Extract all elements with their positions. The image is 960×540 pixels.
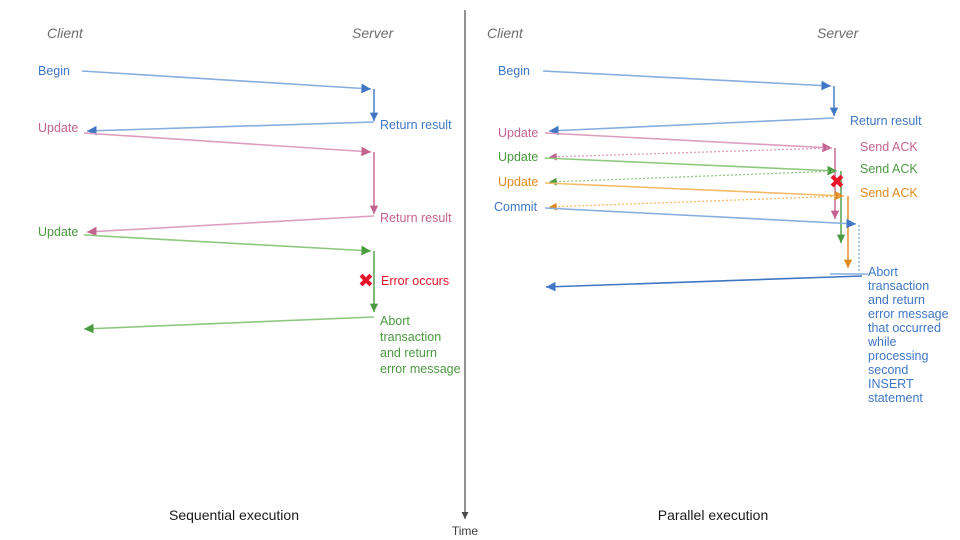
left-abort-note-line-0: Abort [380, 314, 410, 328]
right-abort-note-line-0: Abort [868, 265, 898, 279]
left-abort-note-line-3: error message [380, 362, 461, 376]
left-msg-label-update2: Update [38, 225, 78, 239]
right-actor-server: Server [817, 25, 860, 41]
left-panel-sequential: Begin Update Update Return result Return… [38, 25, 461, 523]
right-abort-note-line-8: INSERT [868, 377, 914, 391]
left-update1-request-arrow [83, 132, 372, 157]
left-update1-flow [83, 132, 379, 237]
right-abort-note-line-1: transaction [868, 279, 929, 293]
left-update2-abort-response-arrow [83, 316, 375, 334]
right-abort-note-line-7: second [868, 363, 908, 377]
left-begin-flow [81, 70, 379, 136]
right-server-note-sendack2: Send ACK [860, 162, 918, 176]
left-begin-response-arrow [86, 121, 375, 136]
left-begin-request-arrow [81, 70, 372, 94]
left-msg-label-update1: Update [38, 121, 78, 135]
right-msg-label-update2: Update [498, 150, 538, 164]
right-update2-flow [544, 157, 846, 243]
right-begin-flow [542, 70, 839, 136]
right-abort-note-line-4: that occurred [868, 321, 941, 335]
right-abort-note-line-6: processing [868, 349, 928, 363]
right-update1-request-arrow [544, 132, 833, 153]
left-server-note-return1: Return result [380, 118, 452, 132]
right-panel-caption: Parallel execution [658, 507, 769, 523]
right-update3-ack-arrow [548, 195, 845, 211]
left-actor-client: Client [47, 25, 84, 41]
right-msg-label-commit: Commit [494, 200, 538, 214]
right-commit-abort-response-arrow [545, 275, 863, 292]
left-abort-note-line-1: transaction [380, 330, 441, 344]
right-server-note-sendack3: Send ACK [860, 186, 918, 200]
right-update1-flow [544, 132, 840, 219]
left-panel-caption: Sequential execution [169, 507, 299, 523]
right-server-note-sendack1: Send ACK [860, 140, 918, 154]
right-commit-flow [544, 207, 868, 292]
right-update2-ack-arrow [548, 170, 838, 186]
time-axis-label: Time [452, 524, 479, 538]
left-abort-note-line-2: and return [380, 346, 437, 360]
right-server-note-return: Return result [850, 114, 922, 128]
right-msg-label-begin: Begin [498, 64, 530, 78]
right-abort-note-line-9: statement [868, 391, 923, 405]
left-actor-server: Server [352, 25, 395, 41]
right-begin-response-arrow [548, 117, 835, 136]
right-update3-request-arrow [544, 182, 845, 201]
left-server-note-return2: Return result [380, 211, 452, 225]
left-update1-response-arrow [86, 215, 375, 237]
right-begin-request-arrow [542, 70, 832, 91]
left-update2-flow [83, 234, 379, 334]
right-abort-note-line-5: while [867, 335, 897, 349]
left-msg-label-begin: Begin [38, 64, 70, 78]
right-update3-flow [544, 182, 853, 268]
left-error-occurs-label: Error occurs [381, 274, 449, 288]
right-abort-note: Abort transaction and return error messa… [867, 265, 949, 405]
right-msg-label-update1: Update [498, 126, 538, 140]
right-abort-note-line-2: and return [868, 293, 925, 307]
right-actor-client: Client [487, 25, 524, 41]
right-msg-label-update3: Update [498, 175, 538, 189]
left-update2-request-arrow [83, 234, 372, 256]
right-abort-note-line-3: error message [868, 307, 949, 321]
right-update2-request-arrow [544, 157, 838, 176]
right-commit-request-arrow [544, 207, 857, 229]
error-x-icon: ✖ [358, 271, 374, 292]
right-update1-ack-arrow [548, 147, 833, 161]
right-error-x-icon: ✖ [829, 172, 845, 193]
left-abort-note: Abort transaction and return error messa… [380, 314, 461, 376]
right-panel-parallel: Begin Update Update Update Commit Return… [487, 25, 949, 523]
